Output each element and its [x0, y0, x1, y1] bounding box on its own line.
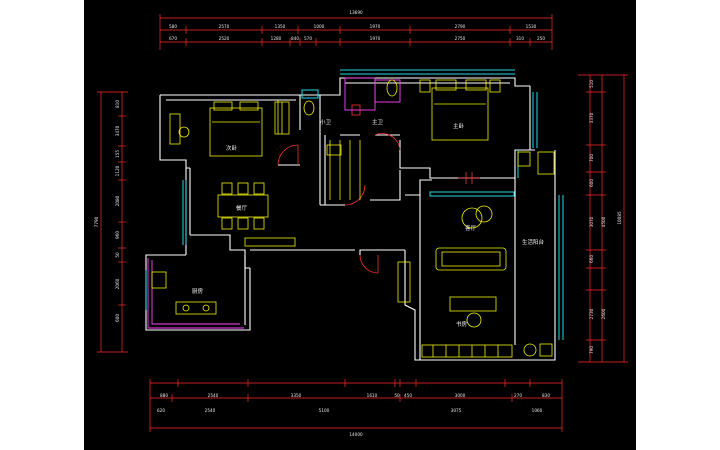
dim-bot-r1-6: 3000 [455, 393, 466, 398]
dim-top-r2-0: 670 [169, 36, 177, 41]
dim-right-4: 3070 [589, 216, 594, 227]
dim-bot-r2-3: 3075 [451, 408, 462, 413]
dim-left-6: 50 [115, 252, 120, 258]
dim-bot-r1-3: 1610 [367, 393, 378, 398]
dim-right-5: 660 [589, 255, 594, 263]
dim-bot-r1-4: 50 [394, 393, 400, 398]
sofa [435, 247, 507, 271]
dim-bot-r2-0: 620 [157, 408, 165, 413]
dim-top-r2-8: 250 [537, 36, 545, 41]
dining-table [217, 194, 269, 218]
dim-top-r1-2: 1350 [275, 24, 286, 29]
dim-bottom-total: 14000 [349, 432, 363, 437]
dim-right-8: 790 [589, 346, 594, 354]
doors [277, 104, 480, 274]
dim-top-r1-0: 580 [169, 24, 177, 29]
label-small-bath: 小卫 [320, 118, 332, 126]
dim-top-r2-6: 2750 [455, 36, 466, 41]
dim-right-9: 2600 [601, 308, 606, 319]
dim-top-r1-6: 1530 [526, 24, 537, 29]
dim-left-0: 810 [115, 100, 120, 108]
dimension-labels: 13690 580 2570 1350 1000 1970 2790 1530 … [94, 10, 622, 437]
dim-right-0: 510 [589, 80, 594, 88]
dim-bot-r1-5: 450 [404, 393, 412, 398]
label-balcony: 生活阳台 [522, 238, 545, 246]
windows [145, 69, 564, 340]
label-dining: 餐厅 [236, 204, 248, 212]
dim-top-r2-4: 570 [304, 36, 312, 41]
dim-left-4: 2080 [115, 195, 120, 206]
dim-top-r2-7: 310 [516, 36, 524, 41]
furniture [151, 79, 555, 358]
dim-left-3: 1120 [115, 165, 120, 176]
dim-bot-r1-7: 270 [514, 393, 522, 398]
dim-top-r2-2: 1280 [271, 36, 282, 41]
dim-right-2: 700 [589, 154, 594, 162]
dim-left-5: 960 [115, 231, 120, 239]
dim-bot-r1-1: 2540 [208, 393, 219, 398]
floor-plan: 13690 580 2570 1350 1000 1970 2790 1530 … [94, 10, 628, 437]
dim-bot-r1-0: 880 [160, 393, 168, 398]
dim-left-8: 600 [115, 314, 120, 322]
label-master-bedroom: 主卧 [453, 122, 465, 130]
dim-top-r1-5: 2790 [455, 24, 466, 29]
cad-viewport[interactable]: 13690 580 2570 1350 1000 1970 2790 1530 … [84, 0, 636, 450]
study-desk [449, 296, 497, 312]
walls [145, 77, 556, 361]
dim-right-6: 4500 [601, 216, 606, 227]
label-second-bedroom: 次卧 [226, 144, 238, 152]
label-living: 客厅 [465, 224, 477, 232]
dim-right-1: 3370 [589, 112, 594, 123]
master-bed [431, 87, 489, 141]
dim-top-r2-1: 2520 [219, 36, 230, 41]
dim-top-r2-3: 840 [291, 36, 299, 41]
dim-bot-r2-1: 2540 [205, 408, 216, 413]
dim-left-total: 7790 [94, 216, 99, 227]
second-bed [209, 107, 263, 157]
dim-top-r1-3: 1000 [314, 24, 325, 29]
room-labels: 次卧 主卧 小卫 主卫 餐厅 客厅 厨房 书房 生活阳台 [192, 118, 545, 328]
dim-left-7: 2060 [115, 278, 120, 289]
label-kitchen: 厨房 [192, 287, 204, 295]
dim-top-r1-4: 1970 [370, 24, 381, 29]
dim-right-total: 10085 [617, 211, 622, 225]
dim-left-2: 155 [115, 150, 120, 158]
dim-bot-r1-8: 830 [542, 393, 550, 398]
dim-bot-r1-2: 3350 [291, 393, 302, 398]
dim-bot-r2-2: 5100 [319, 408, 330, 413]
dim-top-r2-5: 1970 [370, 36, 381, 41]
dim-right-3: 600 [589, 179, 594, 187]
dim-right-7: 2730 [589, 308, 594, 319]
dim-bot-r2-4: 1060 [532, 408, 543, 413]
dim-left-1: 3470 [115, 125, 120, 136]
label-study: 书房 [456, 320, 468, 328]
label-master-bath: 主卫 [372, 118, 384, 126]
dim-top-r1-1: 2570 [219, 24, 230, 29]
dimension-lines [97, 14, 628, 432]
dim-top-total: 13690 [349, 10, 363, 15]
